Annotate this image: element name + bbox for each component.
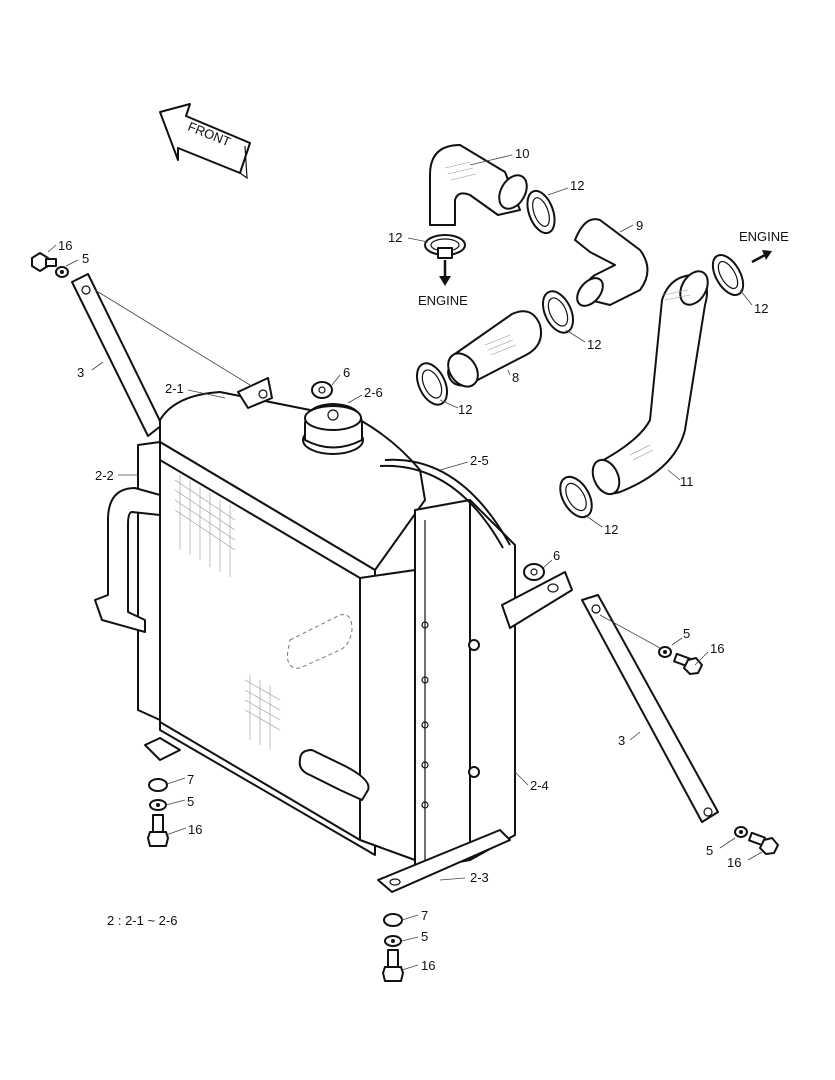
assembly-note: 2 : 2-1 ~ 2-6 <box>107 913 177 928</box>
hose-clamp-a <box>424 234 466 259</box>
callout-7-bottom: 7 <box>421 908 428 923</box>
radiator-assembly <box>94 377 573 893</box>
callout-10: 10 <box>515 146 529 161</box>
hose-8 <box>447 310 542 388</box>
hose-clamp-e <box>415 362 449 406</box>
callout-16-left: 16 <box>188 822 202 837</box>
callout-2-4: 2-4 <box>530 778 549 793</box>
callout-5-bottom: 5 <box>421 929 428 944</box>
hose-clamp-f <box>559 475 593 519</box>
front-arrow: FRONT <box>159 103 251 180</box>
callout-2-3: 2-3 <box>470 870 489 885</box>
callout-12-c: 12 <box>754 301 768 316</box>
fastener-stack-bottom <box>382 913 404 982</box>
callout-9: 9 <box>636 218 643 233</box>
callout-8: 8 <box>512 370 519 385</box>
hose-clamp-d <box>541 290 575 334</box>
callout-5-bottom-right: 5 <box>706 843 713 858</box>
hose-clamp-b <box>526 189 556 235</box>
callout-5-right: 5 <box>683 626 690 641</box>
callout-6-right: 6 <box>553 548 560 563</box>
callout-16-bottom-right: 16 <box>727 855 741 870</box>
engine-arrow-right <box>751 250 772 264</box>
callout-11: 11 <box>680 474 694 489</box>
leader-lines <box>47 154 763 971</box>
callout-3-right: 3 <box>618 733 625 748</box>
callout-2-2: 2-2 <box>95 468 114 483</box>
hose-11 <box>591 270 709 496</box>
callout-2-1: 2-1 <box>165 381 184 396</box>
engine-label-left: ENGINE <box>418 293 468 308</box>
callout-16-top: 16 <box>58 238 72 253</box>
callout-6-top: 6 <box>343 365 350 380</box>
callout-12-d: 12 <box>587 337 601 352</box>
callout-12-b: 12 <box>388 230 402 245</box>
callout-16-bottom: 16 <box>421 958 435 973</box>
hose-9 <box>574 218 649 307</box>
bolt-top-left <box>31 252 69 278</box>
callout-7-left: 7 <box>187 772 194 787</box>
hose-10 <box>429 144 528 226</box>
callout-labels: 10 12 12 ENGINE 9 ENGINE 12 12 8 12 11 1… <box>58 146 789 973</box>
callout-2-5: 2-5 <box>470 453 489 468</box>
engine-arrow-left <box>439 260 451 286</box>
hose-clamp-c <box>711 254 745 296</box>
stay-bracket-right <box>581 594 719 823</box>
callout-12-a: 12 <box>570 178 584 193</box>
fastener-stack-left <box>147 778 169 847</box>
callout-16-right: 16 <box>710 641 724 656</box>
engine-label-right: ENGINE <box>739 229 789 244</box>
callout-12-f: 12 <box>604 522 618 537</box>
bolt-right-bottom <box>734 826 779 855</box>
callout-3-left: 3 <box>77 365 84 380</box>
callout-12-e: 12 <box>458 402 472 417</box>
callout-2-6: 2-6 <box>364 385 383 400</box>
callout-5-left: 5 <box>187 794 194 809</box>
bolt-right-mid <box>658 646 703 675</box>
callout-5-top: 5 <box>82 251 89 266</box>
